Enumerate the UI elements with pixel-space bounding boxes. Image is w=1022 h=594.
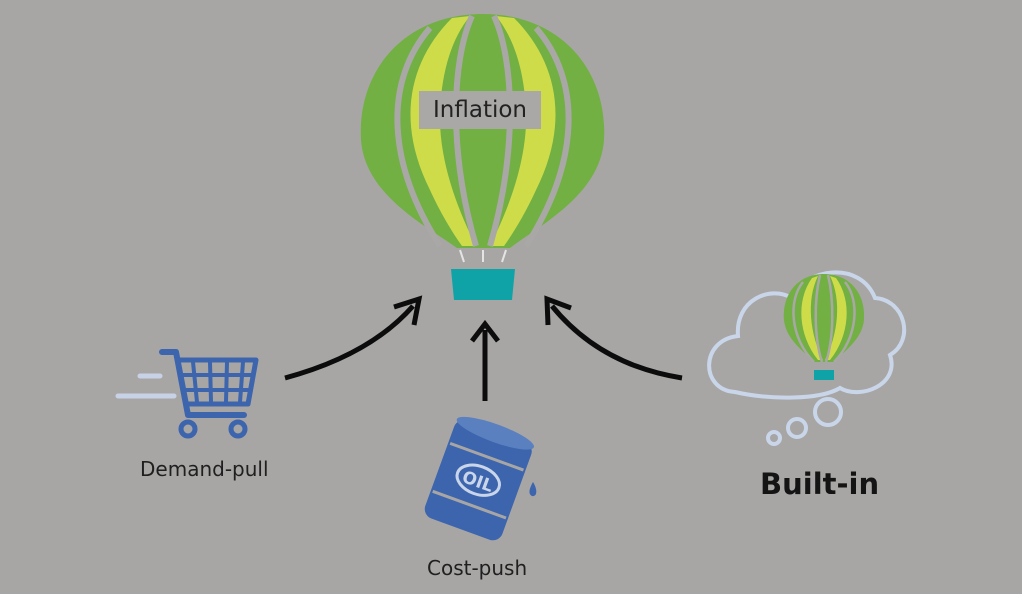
inflation-title: Inflation xyxy=(419,91,541,129)
oil-barrel-icon: OIL xyxy=(424,416,535,541)
oil-drop-icon xyxy=(529,482,537,497)
arrow-cost-to-inflation xyxy=(470,319,500,401)
cost-push-label: Cost-push xyxy=(427,556,528,580)
demand-pull-label: Demand-pull xyxy=(140,457,269,481)
shopping-cart-icon xyxy=(115,349,259,439)
hot-air-balloon-icon xyxy=(360,14,605,300)
small-balloon-icon xyxy=(783,274,865,380)
arrow-builtin-to-inflation xyxy=(544,295,683,381)
built-in-label: Built-in xyxy=(760,467,880,501)
arrow-demand-to-inflation xyxy=(284,295,423,381)
thought-cloud-icon xyxy=(707,270,907,446)
